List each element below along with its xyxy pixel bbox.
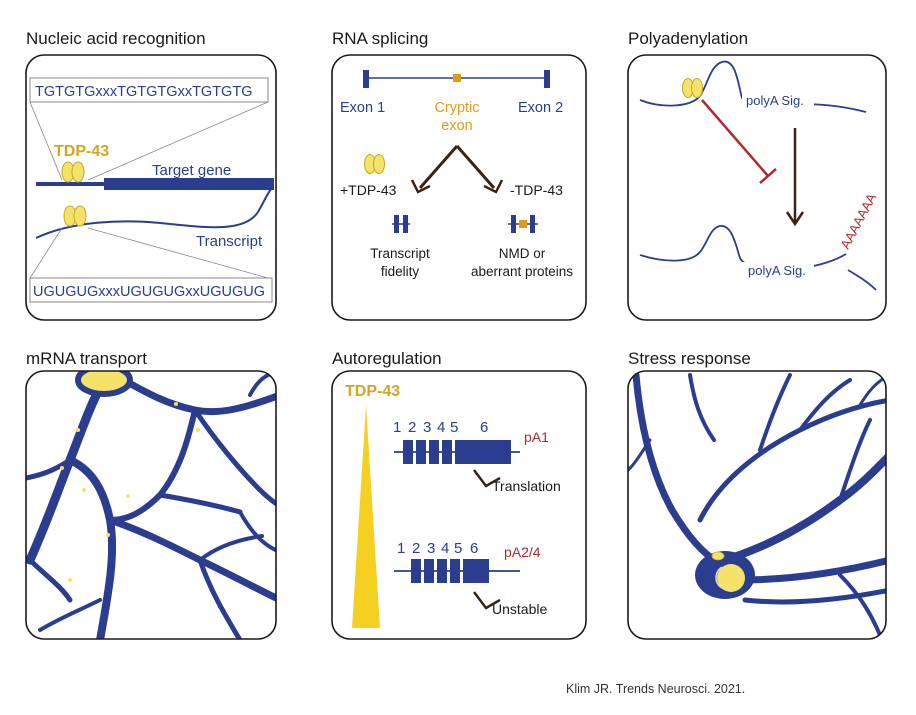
exon2-block [544, 70, 550, 88]
zoom-line [29, 227, 63, 279]
panel-nucleic-acid-recognition: Nucleic acid recognition TGTGTGxxxTGTGTG… [25, 29, 277, 321]
neuron-dendrites [26, 371, 276, 639]
inhibition-arrow [701, 99, 777, 184]
stress-granule [711, 551, 725, 561]
nmd-label-2: aberrant proteins [471, 264, 573, 279]
exon-number: 4 [441, 540, 449, 557]
exon-number: 1 [393, 419, 401, 436]
rna-granules [60, 402, 200, 582]
exon-number: 5 [450, 419, 458, 436]
panel-title: Polyadenylation [628, 29, 748, 48]
translation-label: Translation [492, 478, 561, 494]
exon-number: 5 [454, 540, 462, 557]
exon2-label: Exon 2 [518, 100, 563, 116]
tdp43-protein-icon [682, 78, 703, 98]
down-arrow [785, 128, 805, 227]
unstable-label: Unstable [492, 601, 547, 617]
rna-sequence: UGUGUGxxxUGUGUGxxUGUGUG [33, 284, 265, 300]
citation: Klim JR. Trends Neurosci. 2021. [566, 682, 746, 696]
tdp43-protein-icon [364, 154, 385, 174]
gene-model-pa1 [394, 440, 520, 464]
panel-title: mRNA transport [26, 349, 147, 368]
panel-frame [627, 54, 887, 321]
dna-sequence: TGTGTGxxxTGTGTGxxTGTGTG [35, 84, 252, 100]
fidelity-label: Transcript [370, 246, 430, 261]
translation-arrow [473, 469, 501, 488]
gene-model-pa2-4 [394, 559, 520, 583]
exon-numbers-bottom: 1 2 3 4 5 6 [397, 540, 478, 557]
panel-autoregulation: Autoregulation TDP-43 1 2 3 4 5 6 pA1 Tr… [331, 349, 587, 640]
exon-number: 3 [423, 419, 431, 436]
minus-tdp43-label: -TDP-43 [510, 182, 563, 198]
neuron-soma [75, 371, 133, 397]
polya-signal-label: polyA Sig. [748, 263, 806, 278]
rna-sequence-box [29, 277, 273, 303]
panel-mrna-transport: mRNA transport [25, 349, 277, 640]
exon-number: 6 [470, 540, 478, 557]
cryptic-label: Cryptic [434, 100, 479, 116]
panel-frame [331, 54, 587, 321]
exon-number: 1 [397, 540, 405, 557]
plus-tdp43-label: +TDP-43 [340, 182, 397, 198]
tdp43-label: TDP-43 [54, 143, 109, 160]
exon-number: 3 [427, 540, 435, 557]
pa24-label: pA2/4 [504, 544, 541, 560]
panel-title: Nucleic acid recognition [26, 29, 206, 48]
panel-title: RNA splicing [332, 29, 428, 48]
normal-spliced-product [392, 215, 410, 233]
exon-number: 2 [408, 419, 416, 436]
nmd-label: NMD or [499, 246, 546, 261]
panel-stress-response: Stress response [627, 349, 887, 640]
panel-rna-splicing: RNA splicing Exon 1 Cryptic exon Exon 2 … [331, 29, 587, 321]
unstable-arrow [473, 591, 501, 610]
exon-number: 6 [480, 419, 488, 436]
fidelity-label-2: fidelity [381, 264, 420, 279]
nuclear-arc [715, 566, 723, 589]
target-gene-bar [104, 178, 274, 190]
exon1-label: Exon 1 [340, 100, 385, 116]
tdp43-gradient-wedge [352, 405, 380, 628]
exon-number: 4 [437, 419, 445, 436]
panel-frame [627, 370, 887, 640]
cryptic-exon-block [453, 74, 461, 82]
tdp43-protein-icon [61, 161, 85, 183]
exon-numbers-top: 1 2 3 4 5 6 [393, 419, 488, 436]
zoom-line [87, 227, 269, 279]
signal-label-bg [742, 92, 814, 110]
panel-title: Autoregulation [332, 349, 442, 368]
panel-frame [331, 370, 587, 640]
polya-signal-label: polyA Sig. [746, 93, 804, 108]
tdp43-label: TDP-43 [345, 383, 400, 400]
transcript-rna-line [35, 187, 273, 239]
signal-label-bg [742, 262, 814, 280]
exon1-block [363, 70, 369, 88]
nucleus [717, 564, 745, 592]
panel-frame [25, 370, 277, 640]
cryptic-label-2: exon [441, 118, 472, 134]
zoom-line [29, 101, 63, 181]
cryptic-spliced-product [508, 215, 538, 233]
downstream-fragment-line [847, 269, 877, 291]
neuron-processes [628, 371, 886, 639]
transcript-label: Transcript [196, 233, 263, 250]
panel-title: Stress response [628, 349, 751, 368]
target-gene-label: Target gene [152, 162, 231, 179]
pa1-label: pA1 [524, 429, 549, 445]
dna-sequence-box [29, 77, 269, 103]
zoom-line [87, 101, 269, 181]
exon-number: 2 [412, 540, 420, 557]
panel-polyadenylation: Polyadenylation polyA Sig. polyA Sig. AA… [627, 29, 887, 321]
branch-arrows [410, 145, 504, 194]
tdp43-protein-icon [63, 205, 87, 227]
